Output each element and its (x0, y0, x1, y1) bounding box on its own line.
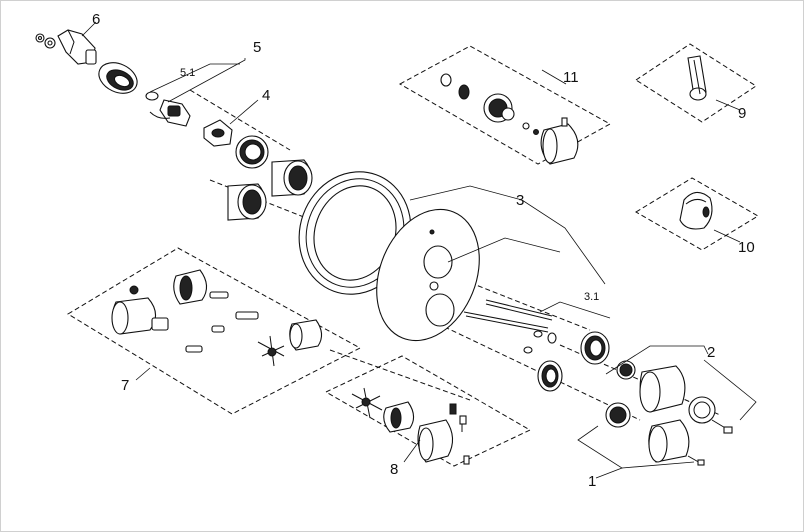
part-11-parts (440, 73, 579, 165)
label-part-7: 7 (121, 377, 129, 394)
part-7-parts (111, 269, 323, 367)
part-2-leader-right (703, 359, 757, 421)
part-7-leader (135, 367, 151, 381)
label-part-2: 2 (707, 344, 715, 361)
faceplate-screws (463, 299, 557, 354)
label-part-10: 10 (738, 239, 755, 256)
part-2-leader-left (605, 345, 709, 375)
label-part-6: 6 (92, 11, 100, 28)
part-1-leader-left (577, 425, 623, 479)
part-8-group-frame (324, 355, 532, 467)
part-11-leader (541, 69, 567, 85)
part-3-faceplate (376, 208, 480, 342)
part-2-handle (639, 365, 733, 434)
part-8-parts (351, 387, 470, 465)
part-5-assembly (145, 91, 191, 127)
part-1-knob (648, 419, 705, 466)
label-part-3: 3 (516, 192, 524, 209)
label-part-5-1: 5.1 (180, 67, 195, 79)
label-part-1: 1 (588, 473, 596, 490)
part-9-lever (687, 55, 707, 101)
label-part-11: 11 (563, 69, 579, 86)
label-part-5: 5 (253, 39, 261, 56)
part-8-leader (403, 439, 421, 463)
part-10-leader (713, 229, 741, 243)
part-3-leader-mid (447, 237, 561, 263)
part-1-leader-right (621, 461, 695, 469)
sleeve-pieces (227, 159, 313, 221)
part-3-leader-upper (409, 185, 606, 285)
right-rings (537, 331, 636, 428)
part-5-1-leader (149, 63, 240, 93)
part-10-group-frame (635, 177, 759, 251)
label-part-9: 9 (738, 105, 746, 122)
part-5-leader (167, 58, 246, 103)
part-10-knob (679, 191, 713, 230)
label-part-3-1: 3.1 (584, 291, 599, 303)
part-6-leader (81, 21, 97, 37)
label-part-4: 4 (262, 87, 270, 104)
part-9-group-frame (635, 43, 757, 123)
part-9-leader (715, 99, 741, 111)
label-part-8: 8 (390, 461, 398, 478)
part-3-1-leader (539, 301, 611, 319)
part-6-assembly (35, 29, 138, 94)
part-4-assembly (203, 119, 269, 169)
part-4-leader (229, 99, 259, 125)
